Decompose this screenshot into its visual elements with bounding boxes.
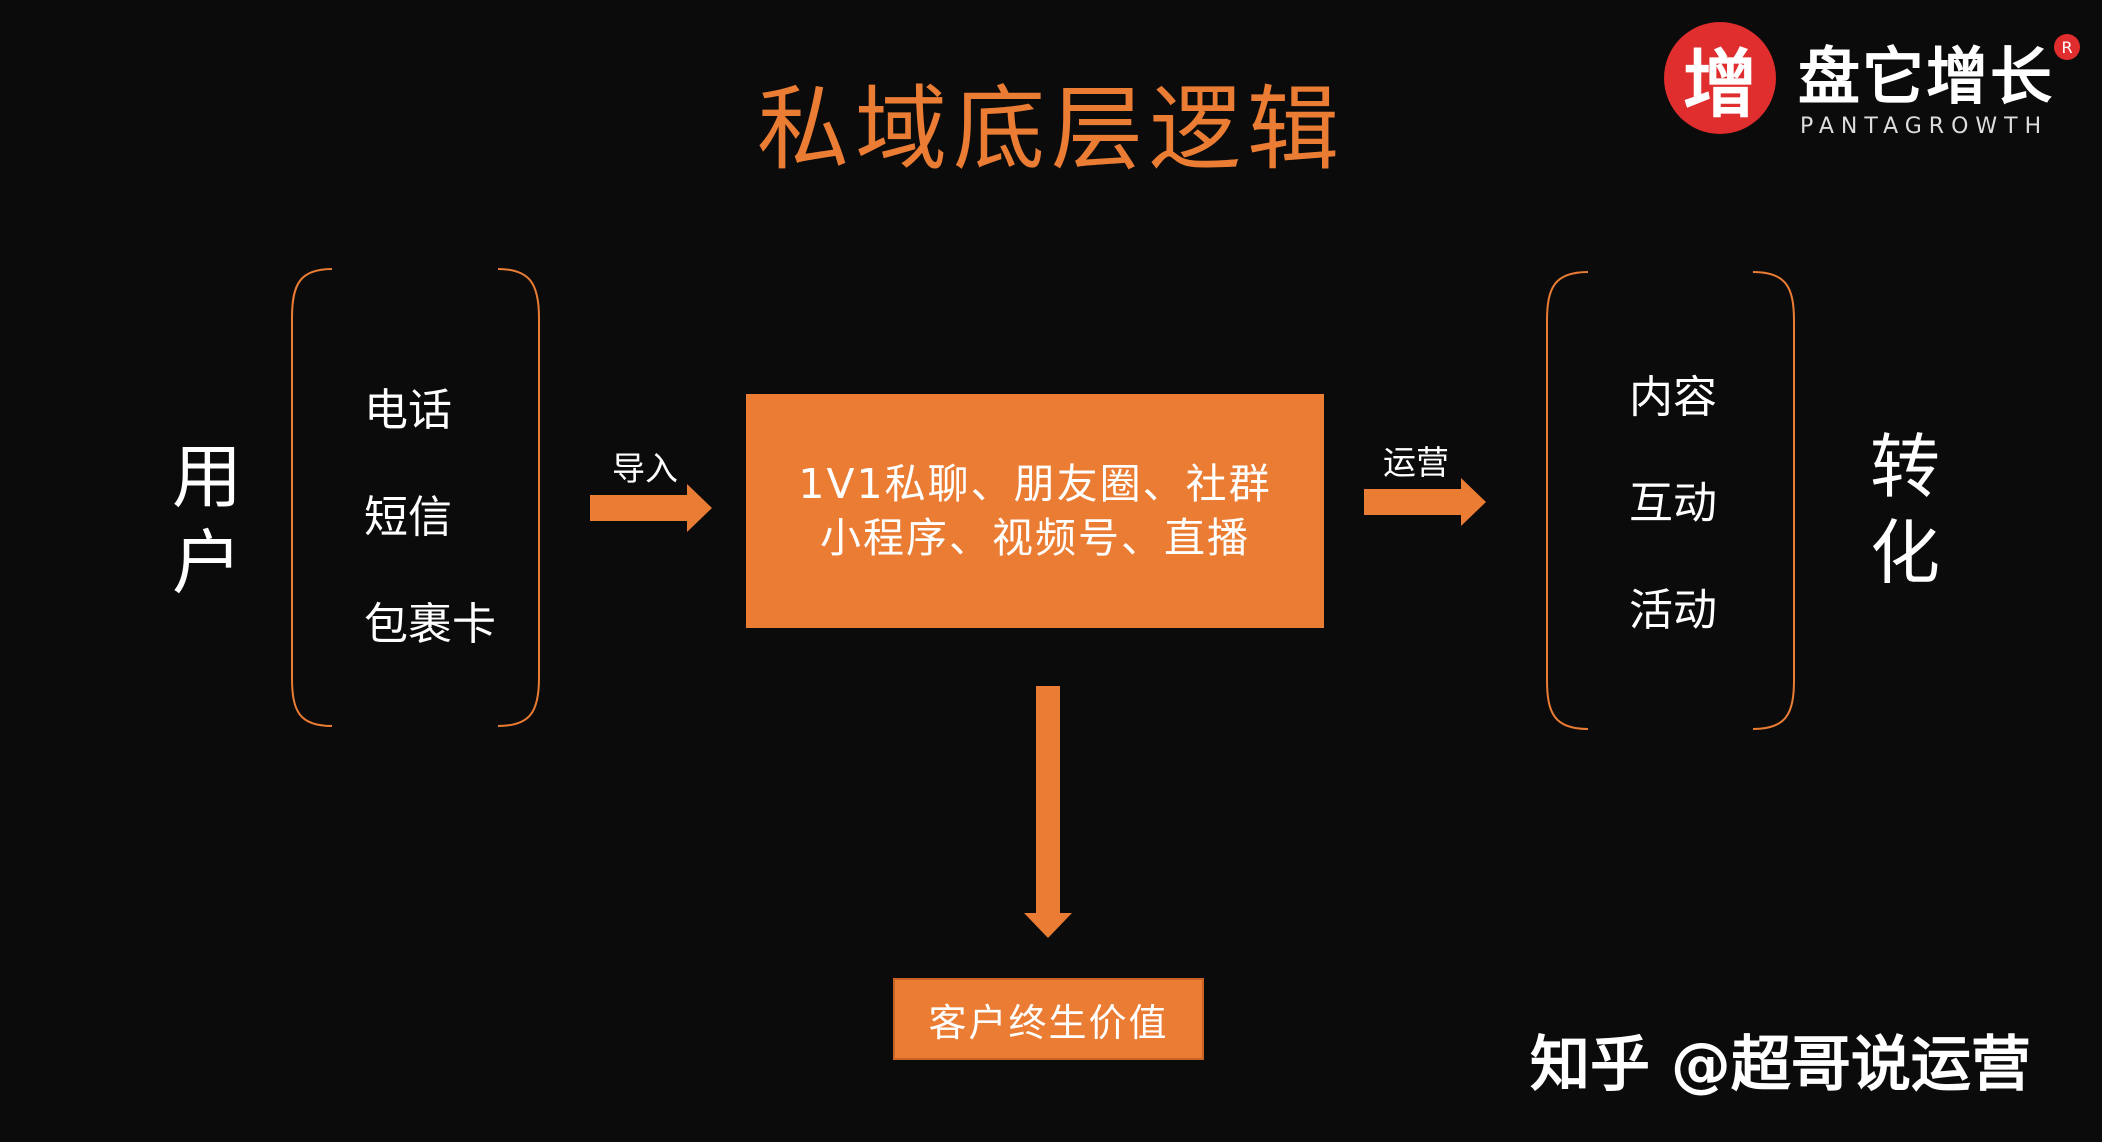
right-bracket-close [1752,271,1795,730]
channels-line-2: 小程序、视频号、直播 [820,514,1250,562]
import-label: 导入 [612,449,678,488]
source-package-card: 包裹卡 [364,599,496,650]
logo-glyph: 增 [1683,41,1757,128]
import-arrow [590,484,712,532]
right-bracket-open [1546,271,1589,730]
channels-line-1: 1V1私聊、朋友圈、社群 [798,460,1272,508]
customer-lifetime-value-box: 客户终生价值 [893,978,1204,1060]
source-sms: 短信 [364,492,452,543]
left-bracket-close [497,268,540,727]
logo-mark: 增 [1664,22,1776,134]
user-label-char-2: 户 [172,522,242,604]
action-content: 内容 [1629,372,1717,423]
operate-label: 运营 [1383,443,1449,482]
action-interaction: 互动 [1629,478,1717,529]
down-arrow [1024,686,1072,938]
left-bracket-open [291,268,333,727]
conversion-label-char-1: 转 [1870,426,1940,508]
logo-subtitle: PANTAGROWTH [1800,114,2049,139]
user-label: 用 户 [162,434,252,606]
conversion-label: 转 化 [1860,424,1950,596]
page-title: 私域底层逻辑 [756,76,1345,183]
user-label-char-1: 用 [172,436,242,518]
watermark: 知乎 @超哥说运营 [1530,1030,2031,1100]
logo-name: 盘它增长 [1798,40,2055,113]
action-activity: 活动 [1629,585,1717,636]
registered-icon: R [2054,34,2080,60]
conversion-label-char-2: 化 [1870,512,1940,594]
source-phone: 电话 [364,385,452,436]
channels-box: 1V1私聊、朋友圈、社群 小程序、视频号、直播 [746,394,1324,628]
operate-arrow [1364,478,1486,526]
